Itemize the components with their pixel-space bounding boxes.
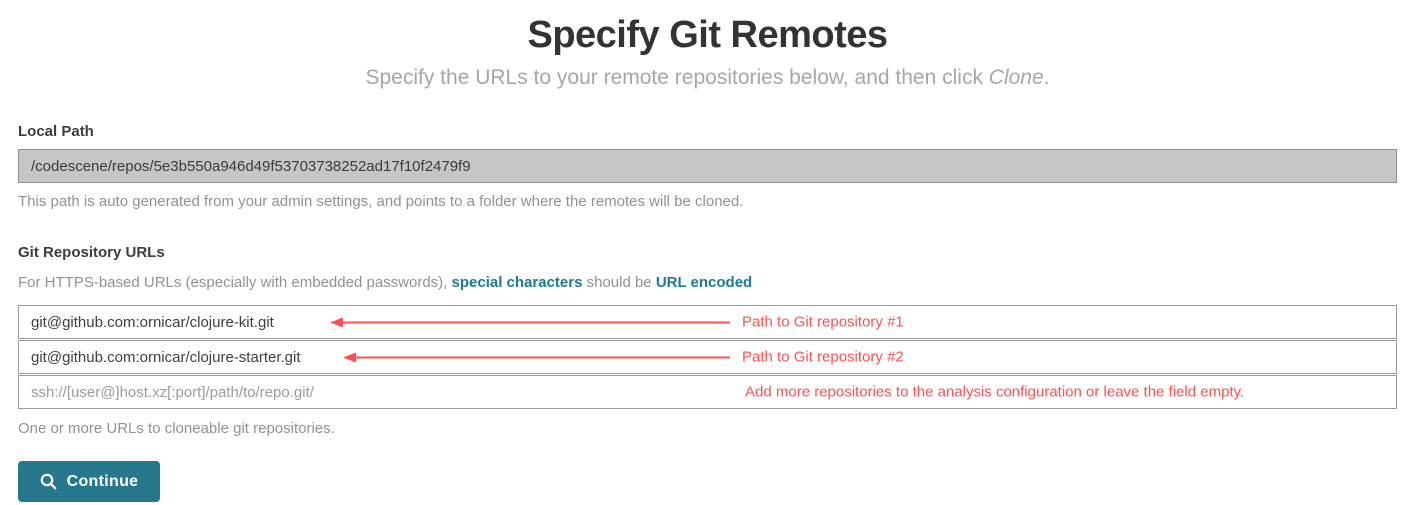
page-title: Specify Git Remotes	[527, 14, 888, 56]
repo-url-input-3[interactable]	[18, 375, 1397, 409]
repo-url-input-1[interactable]	[18, 305, 1397, 339]
local-path-help-text: This path is auto generated from your ad…	[18, 193, 744, 210]
special-characters-link[interactable]: special characters	[451, 274, 583, 291]
page-subtitle: Specify the URLs to your remote reposito…	[18, 66, 1397, 90]
repo-url-row-3: Add more repositories to the analysis co…	[18, 375, 1397, 409]
hint-text-middle: should be	[582, 274, 656, 291]
continue-button[interactable]: Continue	[18, 461, 160, 502]
local-path-input	[18, 149, 1397, 183]
repo-url-row-2: Path to Git repository #2	[18, 340, 1397, 374]
repo-url-row-1: Path to Git repository #1	[18, 305, 1397, 339]
continue-button-label: Continue	[66, 472, 139, 490]
search-icon	[40, 473, 57, 490]
repo-url-inputs: Path to Git repository #1 Path to Git re…	[18, 305, 1397, 409]
local-path-label: Local Path	[18, 123, 94, 140]
repo-urls-help-text: One or more URLs to cloneable git reposi…	[18, 420, 335, 437]
local-path-section: Local Path This path is auto generated f…	[18, 123, 1397, 210]
subtitle-clone-word: Clone	[988, 66, 1044, 89]
git-repository-urls-label: Git Repository URLs	[18, 244, 165, 261]
hint-text: For HTTPS-based URLs (especially with em…	[18, 274, 452, 291]
git-repository-urls-section: Git Repository URLs For HTTPS-based URLs…	[18, 244, 1397, 437]
https-urls-hint: For HTTPS-based URLs (especially with em…	[18, 274, 1397, 291]
subtitle-text: Specify the URLs to your remote reposito…	[365, 66, 989, 89]
url-encoded-link[interactable]: URL encoded	[655, 274, 753, 291]
repo-url-input-2[interactable]	[18, 340, 1397, 374]
subtitle-period: .	[1043, 66, 1050, 89]
page-header: Specify Git Remotes Specify the URLs to …	[18, 0, 1397, 90]
